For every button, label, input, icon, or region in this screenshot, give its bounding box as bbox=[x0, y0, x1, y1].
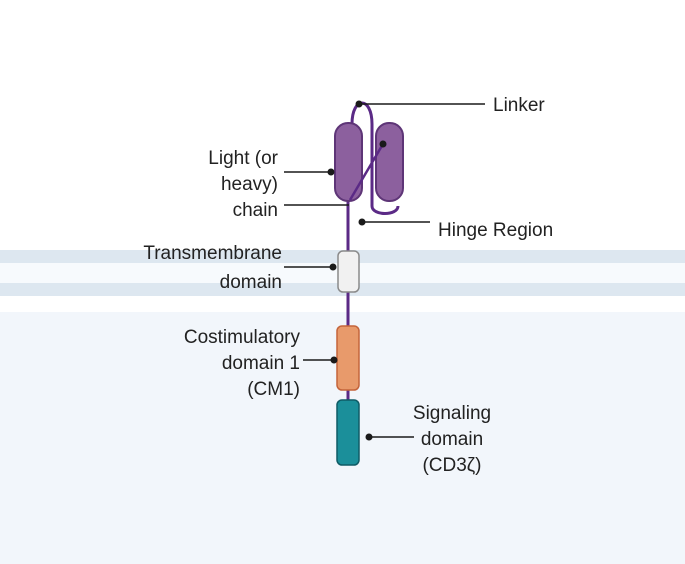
heavy-chain-domain bbox=[375, 122, 404, 202]
crossing-dot bbox=[379, 140, 387, 148]
transmembrane-label-line1: Transmembrane bbox=[143, 243, 282, 264]
light-chain-domain bbox=[334, 122, 363, 202]
costimulatory-label-line2: domain 1 bbox=[222, 353, 300, 374]
costimulatory-label-line3: (CM1) bbox=[247, 379, 300, 400]
costimulatory-label-line1: Costimulatory bbox=[184, 327, 301, 348]
signaling-label-line1: Signaling bbox=[413, 403, 491, 424]
hinge-dot bbox=[358, 218, 366, 226]
costimulatory-dot bbox=[330, 356, 338, 364]
linker-label: Linker bbox=[493, 95, 545, 116]
linker-loop bbox=[350, 101, 400, 215]
signaling-label-line3: (CD3ζ) bbox=[422, 455, 481, 476]
chain-crossing-link bbox=[348, 143, 385, 201]
transmembrane-dot bbox=[329, 263, 337, 271]
light-chain-label-line2: heavy) bbox=[221, 174, 278, 195]
hinge-label: Hinge Region bbox=[438, 220, 553, 241]
transmembrane-label-line2: domain bbox=[220, 272, 282, 293]
signaling-label-line2: domain bbox=[421, 429, 483, 450]
light-chain-label-line1: Light (or bbox=[208, 148, 278, 169]
signaling-dot bbox=[365, 433, 373, 441]
transmembrane-domain bbox=[337, 250, 360, 293]
light-chain-dot bbox=[327, 168, 335, 176]
linker-dot bbox=[355, 100, 363, 108]
light-chain-label-line3: chain bbox=[233, 200, 278, 221]
costimulatory-domain bbox=[336, 325, 360, 391]
signaling-domain bbox=[336, 399, 360, 466]
